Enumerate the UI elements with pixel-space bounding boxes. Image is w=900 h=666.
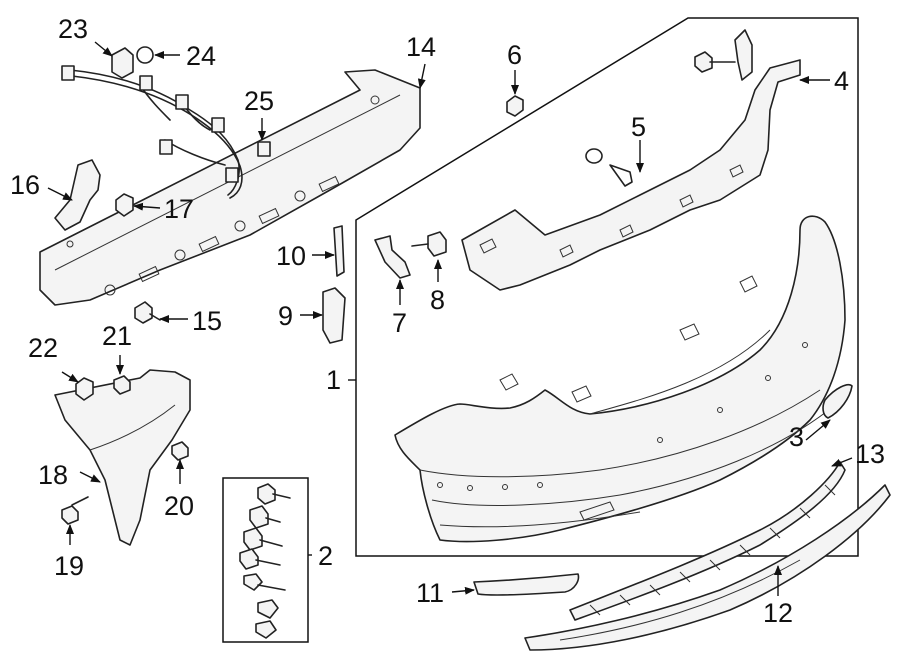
callout-18: 18 <box>38 460 68 490</box>
callout-19: 19 <box>54 551 84 581</box>
lower-trim-13[interactable] <box>569 461 846 621</box>
screw-21[interactable] <box>113 375 131 395</box>
diffuser-12[interactable] <box>524 484 891 651</box>
callout-12: 12 <box>763 598 793 628</box>
bolt-8[interactable] <box>411 231 447 257</box>
callout-7: 7 <box>392 308 407 338</box>
bracket-clip <box>734 29 753 81</box>
callout-17: 17 <box>164 194 194 224</box>
nut-22[interactable] <box>75 377 94 401</box>
grommet-24[interactable] <box>136 46 154 64</box>
callout-6: 6 <box>507 40 522 70</box>
callout-13: 13 <box>855 439 885 469</box>
callout-25: 25 <box>244 86 274 116</box>
bracket-10[interactable] <box>333 225 345 277</box>
bumper-assembly-group-outline <box>355 17 859 557</box>
hardware-kit-box <box>222 477 309 643</box>
bracket-9[interactable] <box>322 287 346 344</box>
bracket-7[interactable] <box>374 235 411 279</box>
callout-22: 22 <box>28 333 58 363</box>
wiring-harness-25[interactable] <box>61 65 271 199</box>
callout-11: 11 <box>416 578 444 608</box>
callout-23: 23 <box>58 14 88 44</box>
reinforcement-beam-14[interactable] <box>39 69 421 306</box>
callout-10: 10 <box>276 241 306 271</box>
nut-6[interactable] <box>506 95 524 117</box>
callout-16: 16 <box>10 170 40 200</box>
side-bracket-18[interactable] <box>54 369 191 546</box>
nut-17[interactable] <box>115 193 134 217</box>
callout-9: 9 <box>278 301 293 331</box>
callout-4: 4 <box>834 66 849 96</box>
callout-20: 20 <box>164 491 194 521</box>
bumper-cover[interactable] <box>394 215 846 543</box>
connector-23[interactable] <box>111 47 134 79</box>
screw-20[interactable] <box>171 441 189 461</box>
part-5-grommet[interactable] <box>585 148 633 187</box>
callout-15: 15 <box>192 306 222 336</box>
callout-5: 5 <box>631 112 646 142</box>
callout-3: 3 <box>789 422 804 452</box>
callout-1: 1 <box>326 365 341 395</box>
bracket-bolt <box>694 51 736 73</box>
reflector-strip-11[interactable] <box>473 573 580 596</box>
callout-8: 8 <box>430 285 445 315</box>
callout-21: 21 <box>102 321 132 351</box>
bumper-mounting-bracket[interactable] <box>461 59 801 291</box>
callout-14: 14 <box>406 32 436 62</box>
bolt-15[interactable] <box>134 301 161 324</box>
bracket-16[interactable] <box>54 159 101 231</box>
callout-labels: 1 2 3 4 5 6 7 8 9 10 11 12 13 14 15 16 1… <box>10 14 885 628</box>
callout-24: 24 <box>186 41 216 71</box>
hardware-kit-contents <box>239 483 291 639</box>
reflector-3[interactable] <box>822 384 853 419</box>
callout-2: 2 <box>318 541 333 571</box>
leader-lines <box>47 41 853 596</box>
screw-19[interactable] <box>61 496 89 525</box>
